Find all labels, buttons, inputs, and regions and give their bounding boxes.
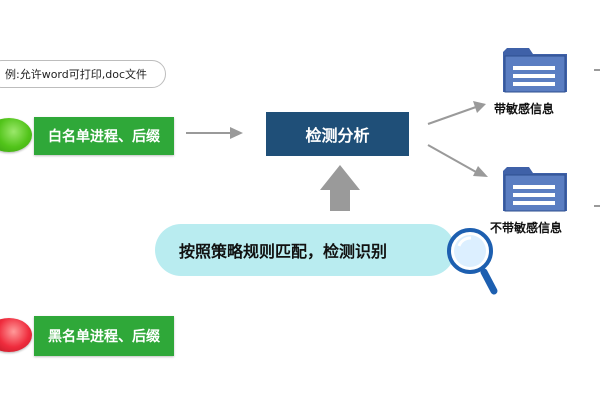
white-list-box: 白名单进程、后缀	[34, 117, 174, 155]
policy-match-box: 按照策略规则匹配，检测识别	[155, 224, 455, 276]
example-note: 例:允许word可打印,doc文件	[0, 60, 166, 88]
folder-icon	[503, 167, 567, 212]
magnifier-icon	[447, 228, 498, 295]
arrow-icon	[186, 127, 243, 139]
folder-icon	[503, 48, 567, 93]
black-list-box: 黑名单进程、后缀	[34, 316, 174, 356]
up-arrow-icon	[320, 165, 360, 211]
nonsensitive-output-label: 不带敏感信息	[490, 221, 563, 235]
sensitive-output-label: 带敏感信息	[494, 102, 555, 116]
arrow-icon	[427, 101, 486, 125]
analysis-box: 检测分析	[266, 112, 409, 156]
arrow-icon	[427, 144, 488, 177]
arrow-icon	[594, 69, 600, 207]
